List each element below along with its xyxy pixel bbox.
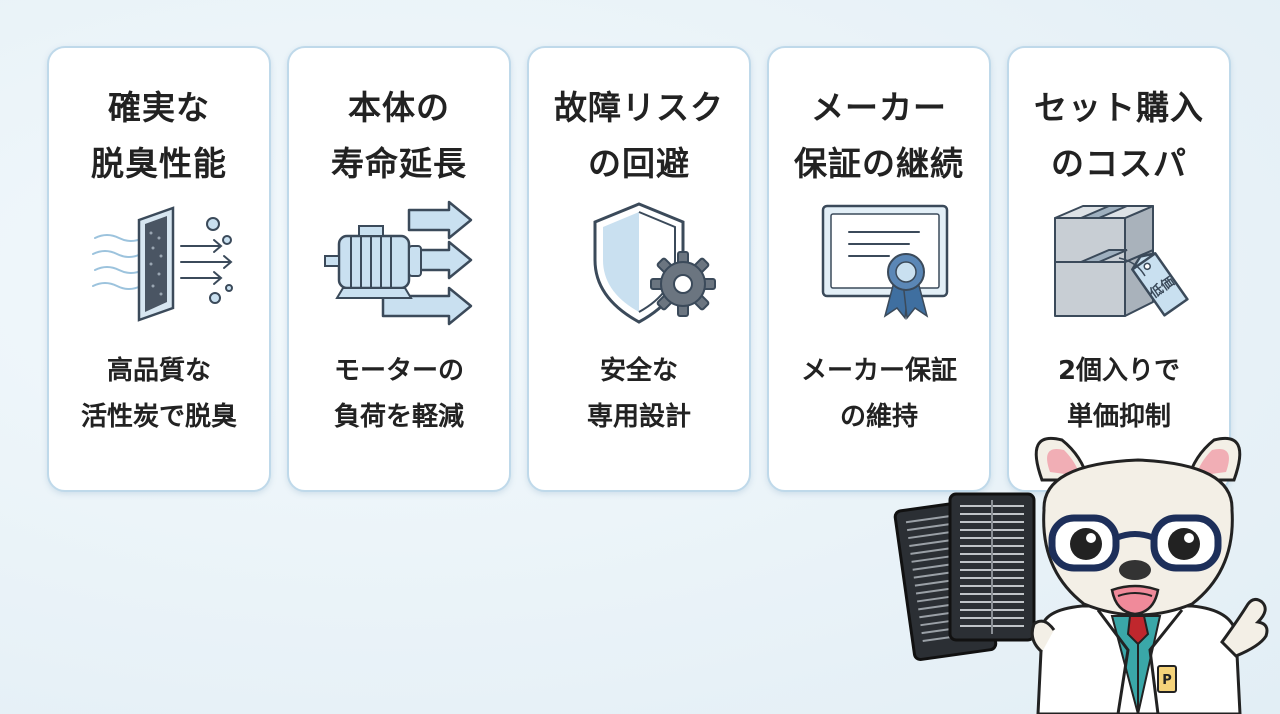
card-description: メーカー保証 の維持 xyxy=(800,356,957,432)
card-title: セット購入 のコスパ xyxy=(1034,88,1204,183)
card-set-value: セット購入 のコスパ 低価 2個入りで 単価抑制 xyxy=(1007,46,1231,492)
card-description: 高品質な 活性炭で脱臭 xyxy=(80,356,237,432)
card-description: 2個入りで 単価抑制 xyxy=(1057,356,1181,432)
card-title: 確実な 脱臭性能 xyxy=(91,88,227,183)
certificate-icon xyxy=(821,204,949,320)
shield-gear-icon xyxy=(593,202,716,324)
id-badge xyxy=(1157,665,1177,693)
card-deodorizing: 確実な 脱臭性能 高品質 xyxy=(47,46,271,492)
card-description: 安全な 専用設計 xyxy=(586,356,691,432)
card-description: モーターの 負荷を軽減 xyxy=(333,356,464,432)
card-warranty: メーカー 保証の継続 メーカー保証 の維持 xyxy=(767,46,991,492)
id-badge-letter: P xyxy=(1162,673,1172,688)
card-title: 故障リスク の回避 xyxy=(554,88,724,183)
bulldog-mascot-icon: P xyxy=(893,437,1269,714)
card-lifespan: 本体の 寿命延長 モーターの 負荷を軽減 xyxy=(287,46,511,492)
card-failure-risk: 故障リスク の回避 安全な 専用設計 xyxy=(527,46,751,492)
card-title: 本体の 寿命延長 xyxy=(331,88,467,183)
card-title: メーカー 保証の継続 xyxy=(794,88,964,183)
air-filter-icon xyxy=(92,206,233,322)
motor-icon xyxy=(324,200,473,326)
boxes-price-tag-icon: 低価 xyxy=(1054,205,1189,317)
